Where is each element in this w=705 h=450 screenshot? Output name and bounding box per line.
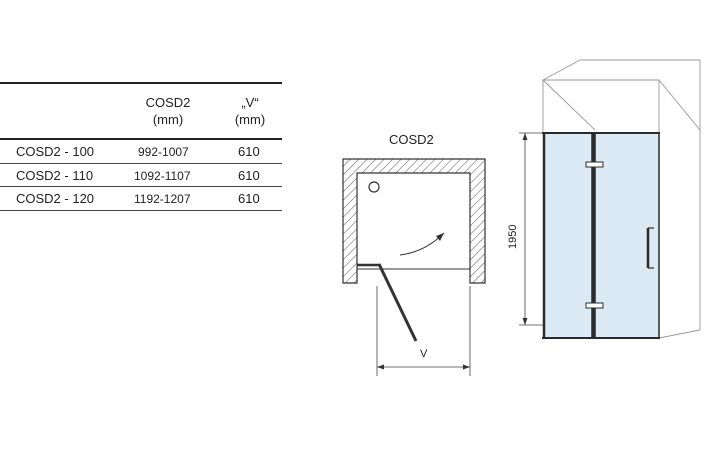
dim-arrow-left: [377, 364, 384, 370]
header-cosd2-line1: COSD2: [145, 95, 191, 110]
row-3-range: 1192-1207: [134, 192, 191, 206]
row-divider: [0, 186, 282, 187]
room-edge-right: [658, 79, 701, 131]
header-v-line2: (mm): [234, 112, 266, 127]
room-edge-left: [542, 79, 596, 131]
header-cosd2-line2: (mm): [152, 112, 184, 127]
elevation-view: 1950: [507, 59, 701, 339]
row-1-model: COSD2 - 100: [16, 144, 95, 159]
hinge-top-icon: [585, 161, 604, 168]
swing-arrowhead: [436, 233, 444, 241]
plan-door-open: [377, 263, 418, 342]
height-arrow-bottom: [522, 318, 528, 325]
table-bottom-rule: [0, 210, 282, 211]
row-1-range: 992-1007: [138, 145, 189, 159]
row-divider: [0, 163, 282, 164]
room-outline: [542, 79, 660, 134]
dim-arrow-right: [463, 364, 470, 370]
row-3-model: COSD2 - 120: [16, 191, 95, 206]
glass-panel-right: [594, 132, 660, 339]
header-cosd2: COSD2 (mm): [128, 94, 208, 128]
plan-view: V: [342, 158, 486, 376]
row-2-v: 610: [238, 168, 260, 183]
row-2-model: COSD2 - 110: [16, 168, 94, 183]
room-wall-top-left: [542, 59, 581, 81]
hinge-bottom-icon: [585, 302, 604, 309]
height-arrow-top: [522, 133, 528, 140]
header-v: „V“ (mm): [222, 94, 278, 128]
glass-panel-left: [543, 132, 593, 339]
table-header-rule: [0, 138, 282, 140]
row-1-v: 610: [238, 144, 260, 159]
row-2-range: 1092-1107: [134, 169, 191, 183]
table-top-rule: [0, 82, 282, 84]
room-floor: [658, 329, 701, 339]
height-label: 1950: [507, 225, 519, 249]
plan-title: COSD2: [389, 132, 434, 147]
drain-icon: [368, 181, 380, 193]
row-3-v: 610: [238, 191, 260, 206]
dim-label-v: V: [420, 348, 428, 360]
header-v-line1: „V“: [241, 95, 259, 110]
